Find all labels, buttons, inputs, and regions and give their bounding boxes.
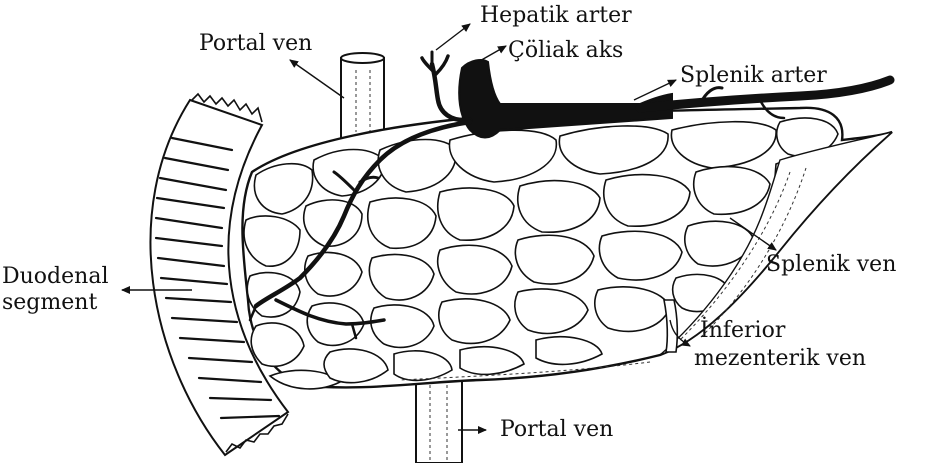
duodenal-label-line1: Duodenal: [2, 264, 108, 289]
portal-vein-bottom-label: Portal ven: [500, 417, 613, 442]
portal-vein-top-label: Portal ven: [199, 31, 312, 56]
splenic-artery-label: Splenik arter: [680, 63, 827, 88]
hepatic-artery-label: Hepatik arter: [480, 3, 632, 28]
celiac-axis-label: Çöliak aks: [508, 38, 623, 63]
portal-vein-upper: [341, 53, 384, 140]
inferior-mesenteric-label-line2: mezenterik ven: [694, 346, 866, 371]
splenic-vein-label: Splenik ven: [766, 252, 896, 277]
portal-vein-lower: [416, 375, 462, 463]
inferior-mesenteric-label-line1: İnferior: [700, 316, 786, 343]
duodenal-label-line2: segment: [2, 290, 97, 315]
